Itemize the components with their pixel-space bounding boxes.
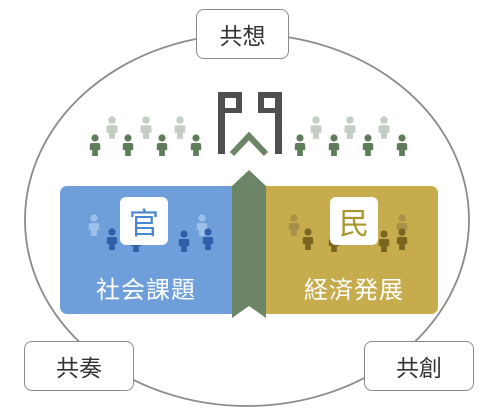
person-icon (180, 230, 188, 238)
label-bottom-left: 共奏 (24, 341, 134, 391)
label-bottom-right: 共創 (364, 341, 474, 391)
person-icon (380, 230, 388, 238)
person-icon (378, 125, 390, 139)
person-icon (108, 116, 116, 124)
person-icon (362, 143, 374, 156)
person-icon (90, 214, 98, 222)
person-icon (190, 143, 202, 156)
person-icon (198, 214, 206, 222)
person-icon (330, 134, 338, 142)
person-icon (396, 237, 408, 250)
person-icon (178, 239, 190, 252)
person-icon (364, 134, 372, 142)
person-icon (310, 125, 322, 139)
people-group-right (294, 116, 408, 156)
person-icon (398, 214, 406, 222)
person-icon (380, 116, 388, 124)
person-icon (89, 143, 101, 156)
person-icon (312, 116, 320, 124)
caption-right: 経済発展 (304, 276, 404, 304)
person-icon (88, 223, 100, 236)
person-icon (106, 125, 118, 139)
person-icon (158, 134, 166, 142)
person-icon (346, 116, 354, 124)
person-icon (302, 237, 314, 250)
person-icon (202, 237, 214, 250)
person-icon (378, 239, 390, 252)
person-icon (124, 134, 132, 142)
person-icon (91, 134, 99, 142)
person-icon (176, 116, 184, 124)
person-icon (108, 228, 116, 236)
person-icon (304, 228, 312, 236)
person-icon (294, 143, 306, 156)
person-icon (396, 143, 408, 156)
person-icon (140, 125, 152, 139)
person-icon (344, 125, 356, 139)
people-group-panel-left (88, 214, 214, 252)
label-top: 共想 (196, 9, 289, 59)
tile-right: 民 (330, 197, 378, 245)
gate-chevron (229, 131, 269, 157)
person-icon (328, 143, 340, 156)
center-strip (232, 170, 266, 318)
person-icon (288, 223, 300, 236)
person-icon (122, 143, 134, 156)
person-icon (398, 134, 406, 142)
person-icon (398, 228, 406, 236)
person-icon (296, 134, 304, 142)
caption-left: 社会課題 (96, 276, 196, 304)
person-icon (174, 125, 186, 139)
gate-logo-icon (218, 92, 282, 154)
person-icon (290, 214, 298, 222)
right-panel (260, 186, 438, 314)
people-group-left (89, 116, 202, 156)
person-icon (142, 116, 150, 124)
person-icon (156, 143, 168, 156)
left-panel (60, 186, 238, 314)
tile-left: 官 (120, 197, 168, 245)
person-icon (192, 134, 200, 142)
person-icon (106, 237, 118, 250)
person-icon (204, 228, 212, 236)
